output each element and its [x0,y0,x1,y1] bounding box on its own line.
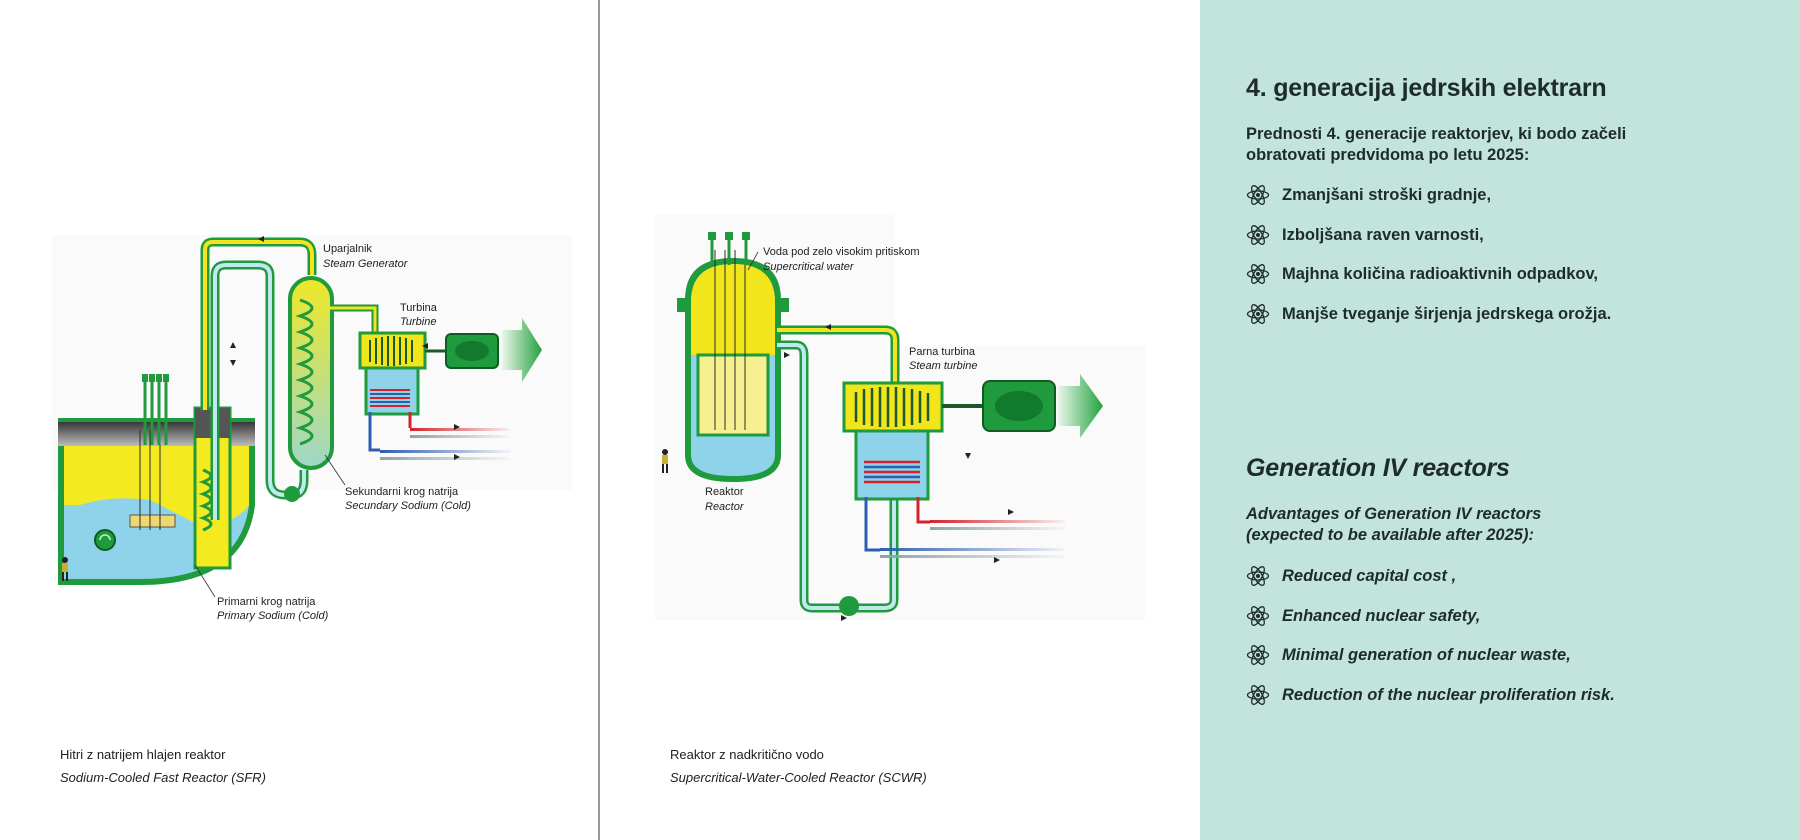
list-item-label: Enhanced nuclear safety, [1282,606,1481,625]
arrow-right-icon [1058,374,1103,438]
sfr-turbine [358,331,499,416]
sfr-secondary-pump [284,486,300,502]
list-item: Izboljšana raven varnosti, [1246,226,1611,266]
scwr-turbine-label-en: Steam turbine [909,360,977,372]
scwr-panel: Voda pod zelo visokim pritiskom Supercri… [600,0,1200,840]
sfr-turbine-label: Turbina [400,302,438,314]
sfr-caption: Hitri z natrijem hlajen reaktor [60,747,226,762]
sfr-steam-generator-label: Uparjalnik [323,243,372,255]
scwr-pump [839,596,859,616]
sfr-secondary-label-en: Secundary Sodium (Cold) [345,500,471,512]
list-item: Reduced capital cost , [1246,567,1615,607]
person-icon [662,449,668,473]
scwr-diagram: Voda pod zelo visokim pritiskom Supercri… [655,215,1145,621]
scwr-reactor [677,232,789,482]
arrow-right-icon [502,318,542,382]
list-item: Enhanced nuclear safety, [1246,607,1615,647]
scwr-water-label-en: Supercritical water [763,261,855,273]
intro-sl-line1: Prednosti 4. generacije reaktorjev, ki b… [1246,125,1627,143]
sfr-primary-label: Primarni krog natrija [217,596,316,608]
sfr-caption-en: Sodium-Cooled Fast Reactor (SFR) [60,770,266,785]
sfr-secondary-label: Sekundarni krog natrija [345,486,459,498]
sfr-reactor-pool [58,374,255,585]
atom-icon [1246,302,1270,326]
intro-en-line1: Advantages of Generation IV reactors [1246,505,1542,523]
list-item: Majhna količina radioaktivnih odpadkov, [1246,265,1611,305]
list-item: Manjše tveganje širjenja jedrskega orožj… [1246,305,1611,345]
atom-icon [1246,223,1270,247]
list-item-label: Reduced capital cost , [1282,567,1457,585]
scwr-caption-en: Supercritical-Water-Cooled Reactor (SCWR… [670,770,927,785]
list-item-label: Minimal generation of nuclear waste, [1282,646,1571,664]
list-item: Zmanjšani stroški gradnje, [1246,186,1611,226]
atom-icon [1246,183,1270,207]
list-item-label: Manjše tveganje širjenja jedrskega orožj… [1282,304,1612,323]
advantages-list-sl: Zmanjšani stroški gradnje, Izboljšana ra… [1246,186,1611,344]
panel-divider [598,0,600,840]
sfr-primary-label-en: Primary Sodium (Cold) [217,610,329,622]
sfr-panel: Uparjalnik Steam Generator Turbina Turbi… [0,0,598,840]
scwr-caption: Reaktor z nadkritično vodo [670,747,824,762]
sfr-steam-generator-label-en: Steam Generator [323,258,409,270]
page-title-sl: 4. generacija jedrskih elektrarn [1246,74,1607,102]
list-item-label: Zmanjšani stroški gradnje, [1282,186,1492,204]
scwr-water-label: Voda pod zelo visokim pritiskom [763,246,920,258]
sfr-steam-generator [288,276,334,470]
atom-icon [1246,643,1270,667]
scwr-turbine [842,380,1056,501]
text-panel: 4. generacija jedrskih elektrarn Prednos… [1200,0,1800,840]
page-title-en: Generation IV reactors [1246,454,1510,482]
scwr-reactor-label-en: Reactor [705,501,745,513]
sfr-turbine-label-en: Turbine [400,316,436,328]
person-icon [62,557,68,581]
atom-icon [1246,262,1270,286]
atom-icon [1246,604,1270,628]
scwr-turbine-label: Parna turbina [909,346,976,358]
atom-icon [1246,683,1270,707]
list-item-label: Izboljšana raven varnosti, [1282,225,1484,244]
list-item-label: Reduction of the nuclear proliferation r… [1282,685,1615,704]
list-item: Minimal generation of nuclear waste, [1246,646,1615,686]
list-item-label: Majhna količina radioaktivnih odpadkov, [1282,265,1599,283]
scwr-reactor-label: Reaktor [705,486,744,498]
intro-en-line2: (expected to be available after 2025): [1246,526,1534,544]
atom-icon [1246,564,1270,588]
sfr-diagram: Uparjalnik Steam Generator Turbina Turbi… [52,235,572,622]
advantages-list-en: Reduced capital cost , Enhanced nuclear … [1246,567,1615,725]
intro-sl-line2: obratovati predvidoma po letu 2025: [1246,146,1530,164]
list-item: Reduction of the nuclear proliferation r… [1246,686,1615,726]
